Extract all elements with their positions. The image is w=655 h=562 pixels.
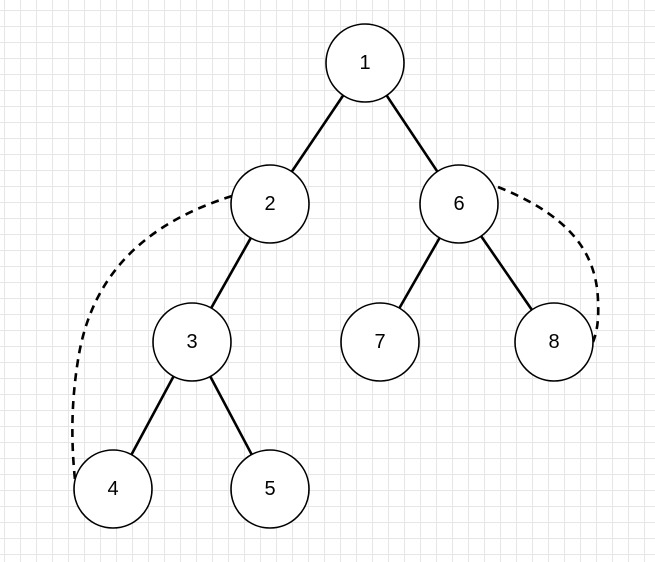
edge-6-8 <box>480 235 533 311</box>
node-circle-4 <box>73 449 153 529</box>
dashed-links-layer <box>71 185 600 481</box>
node-label-4: 4 <box>107 478 118 500</box>
node-circle-2 <box>230 164 310 244</box>
tree-node-3: 3 <box>152 302 232 382</box>
edge-6-7 <box>398 237 441 309</box>
edge-3-5 <box>209 375 253 456</box>
node-circle-8 <box>514 302 594 382</box>
edge-1-6 <box>385 94 439 173</box>
node-label-7: 7 <box>374 331 385 353</box>
node-circle-1 <box>325 23 405 103</box>
edges-layer <box>130 94 533 456</box>
tree-node-5: 5 <box>230 449 310 529</box>
node-label-2: 2 <box>264 193 275 215</box>
tree-node-8: 8 <box>514 302 594 382</box>
edge-3-4 <box>130 375 175 456</box>
tree-node-7: 7 <box>340 302 420 382</box>
edge-1-2 <box>290 94 345 173</box>
dashed-link-2-4 <box>71 194 233 481</box>
dashed-link-6-8 <box>497 185 600 343</box>
nodes-layer: 1 2 6 3 7 8 4 5 <box>73 23 594 529</box>
node-label-8: 8 <box>548 331 559 353</box>
edge-2-3 <box>210 237 252 309</box>
node-circle-5 <box>230 449 310 529</box>
tree-node-4: 4 <box>73 449 153 529</box>
node-label-3: 3 <box>186 331 197 353</box>
node-circle-6 <box>419 164 499 244</box>
node-label-6: 6 <box>453 193 464 215</box>
tree-node-1: 1 <box>325 23 405 103</box>
tree-node-6: 6 <box>419 164 499 244</box>
node-label-1: 1 <box>359 52 370 74</box>
node-circle-3 <box>152 302 232 382</box>
node-label-5: 5 <box>264 478 275 500</box>
node-circle-7 <box>340 302 420 382</box>
tree-node-2: 2 <box>230 164 310 244</box>
